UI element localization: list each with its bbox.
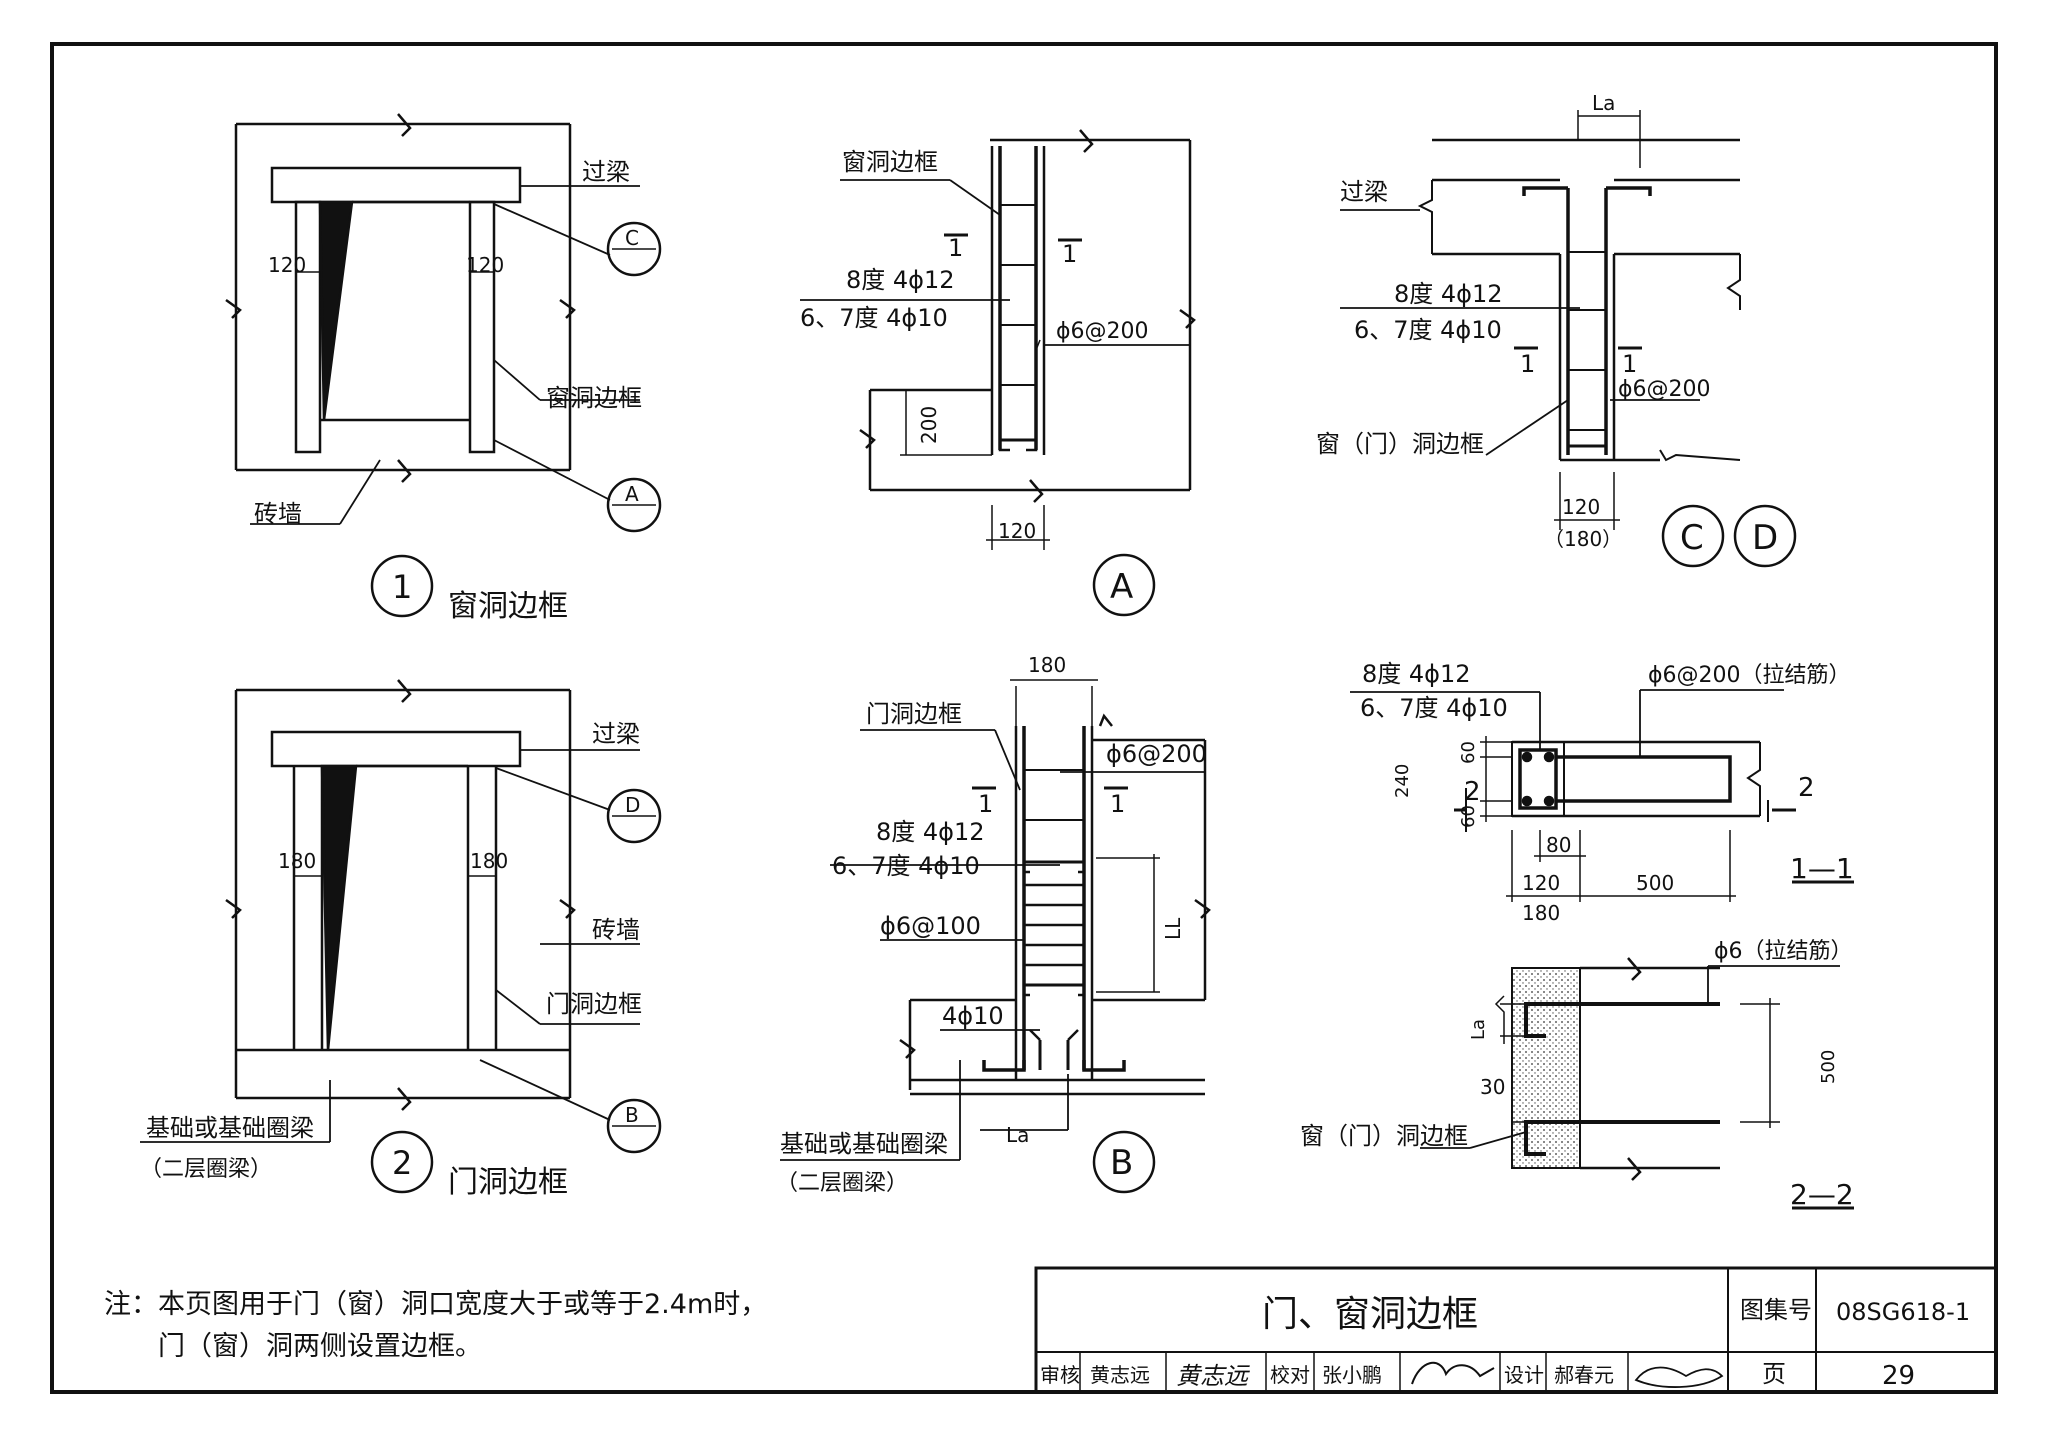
s22-frame-label: 窗（门）洞边框	[1300, 1122, 1468, 1150]
dA-label: A	[1110, 567, 1133, 607]
dCD-beam-label: 过梁	[1340, 178, 1388, 206]
dA-frame-label: 窗洞边框	[842, 148, 938, 176]
atlas-number: 08SG618-1	[1836, 1298, 1970, 1326]
d1-wall-label: 砖墙	[254, 500, 302, 528]
dCD-label-d: D	[1752, 518, 1778, 558]
s22-d30: 30	[1480, 1075, 1505, 1099]
page-label: 页	[1762, 1360, 1786, 1388]
review-label: 审核	[1040, 1363, 1080, 1387]
d1-callout-a: A	[625, 482, 639, 506]
title-text: 门、窗洞边框	[1262, 1294, 1478, 1335]
dA-stirrup: ϕ6@200	[1056, 319, 1149, 344]
dA-bar8: 8度 4ϕ12	[846, 266, 955, 294]
dA-sec-left: 1	[948, 234, 963, 262]
d1-callout-c: C	[625, 226, 639, 250]
title-block	[1034, 1266, 1998, 1394]
check-label: 校对	[1270, 1363, 1310, 1387]
d2-beam-label: 过梁	[592, 720, 640, 748]
dCD-bar8: 8度 4ϕ12	[1394, 280, 1503, 308]
designer-name: 郝春元	[1554, 1363, 1614, 1387]
dCD-stirrup: ϕ6@200	[1618, 377, 1711, 402]
section-1-1	[1350, 689, 1854, 902]
s22-d500: 500	[1818, 1050, 1839, 1084]
d1-title: 窗洞边框	[448, 589, 568, 624]
s11-title: 1—1	[1790, 852, 1854, 885]
s11-cut-left: 2	[1464, 777, 1481, 807]
s11-cut-right: 2	[1798, 773, 1815, 803]
dB-bot: 4ϕ10	[942, 1002, 1004, 1030]
design-label: 设计	[1504, 1363, 1544, 1387]
page-number: 29	[1882, 1361, 1915, 1391]
s11-bar8: 8度 4ϕ12	[1362, 660, 1471, 688]
section-2-2	[1420, 957, 1854, 1210]
d2-dim-left: 180	[278, 849, 316, 873]
dB-foundation-label: 基础或基础圈梁	[780, 1130, 948, 1158]
dCD-sec-right: 1	[1622, 350, 1637, 378]
sheet-border	[50, 42, 1998, 1394]
d2-number: 2	[392, 1144, 412, 1182]
dB-sec-right: 1	[1110, 790, 1125, 818]
d2-callout-b: B	[625, 1103, 639, 1127]
dB-frame-label: 门洞边框	[866, 700, 962, 728]
d1-beam-label: 过梁	[582, 158, 630, 186]
dB-bar8: 8度 4ϕ12	[876, 818, 985, 846]
dB-dense: ϕ6@100	[880, 912, 981, 940]
d2-wall-label: 砖墙	[592, 916, 640, 944]
note-line-1: 注：本页图用于门（窗）洞口宽度大于或等于2.4m时，	[104, 1289, 768, 1320]
dCD-dim-180: （180）	[1544, 527, 1622, 551]
s22-la: La	[1468, 1019, 1489, 1040]
s22-title: 2—2	[1790, 1178, 1854, 1211]
s11-d120: 120	[1522, 871, 1560, 895]
detail-2-door-frame	[140, 679, 662, 1194]
d2-frame-label: 门洞边框	[546, 990, 642, 1018]
checker-name: 张小鹏	[1322, 1363, 1382, 1387]
s11-d80: 80	[1546, 833, 1571, 857]
dCD-la: La	[1592, 91, 1615, 115]
s22-tie: ϕ6（拉结筋）	[1714, 939, 1853, 964]
s11-d60a: 60	[1458, 741, 1479, 764]
detail-a-section	[800, 129, 1196, 617]
d2-foundation-sub: （二层圈梁）	[140, 1157, 272, 1182]
d1-dim-right: 120	[466, 253, 504, 277]
d2-dim-right: 180	[470, 849, 508, 873]
s11-d240: 240	[1392, 764, 1413, 798]
d2-title: 门洞边框	[448, 1165, 568, 1200]
detail-1-window-frame	[225, 113, 662, 618]
dCD-frame-label: 窗（门）洞边框	[1316, 430, 1484, 458]
note-line-2: 门（窗）洞两侧设置边框。	[158, 1331, 482, 1362]
dB-stirrup: ϕ6@200	[1106, 740, 1207, 768]
dB-bar67: 6、7度 4ϕ10	[832, 852, 980, 880]
dB-dim-180: 180	[1028, 653, 1066, 677]
dCD-bar67: 6、7度 4ϕ10	[1354, 316, 1502, 344]
detail-cd-section	[1340, 110, 1797, 568]
d1-frame-label: 窗洞边框	[546, 384, 642, 412]
dB-ll: LL	[1161, 917, 1185, 940]
dB-sec-left: 1	[978, 790, 993, 818]
dCD-sec-left: 1	[1520, 350, 1535, 378]
dA-sec-right: 1	[1062, 240, 1077, 268]
s11-d500: 500	[1636, 871, 1674, 895]
d2-callout-d: D	[625, 793, 640, 817]
dB-foundation-sub: （二层圈梁）	[776, 1171, 908, 1196]
d2-foundation-label: 基础或基础圈梁	[146, 1114, 314, 1142]
s11-d180: 180	[1522, 901, 1560, 925]
reviewer-name: 黄志远	[1090, 1363, 1150, 1387]
s11-d60b: 60	[1458, 805, 1479, 828]
s11-tie: ϕ6@200（拉结筋）	[1648, 663, 1851, 688]
s11-bar67: 6、7度 4ϕ10	[1360, 694, 1508, 722]
atlas-label: 图集号	[1740, 1296, 1812, 1324]
dB-label: B	[1110, 1143, 1133, 1183]
dA-dim-120: 120	[998, 519, 1036, 543]
dA-bar67: 6、7度 4ϕ10	[800, 304, 948, 332]
dA-dim-200: 200	[917, 406, 941, 444]
detail-b-section	[780, 679, 1211, 1194]
dCD-dim-120: 120	[1562, 495, 1600, 519]
dB-la: La	[1006, 1123, 1029, 1147]
dCD-label-c: C	[1680, 518, 1704, 558]
reviewer-signature: 黄志远	[1176, 1362, 1250, 1390]
d1-number: 1	[392, 568, 412, 606]
d1-dim-left: 120	[268, 253, 306, 277]
